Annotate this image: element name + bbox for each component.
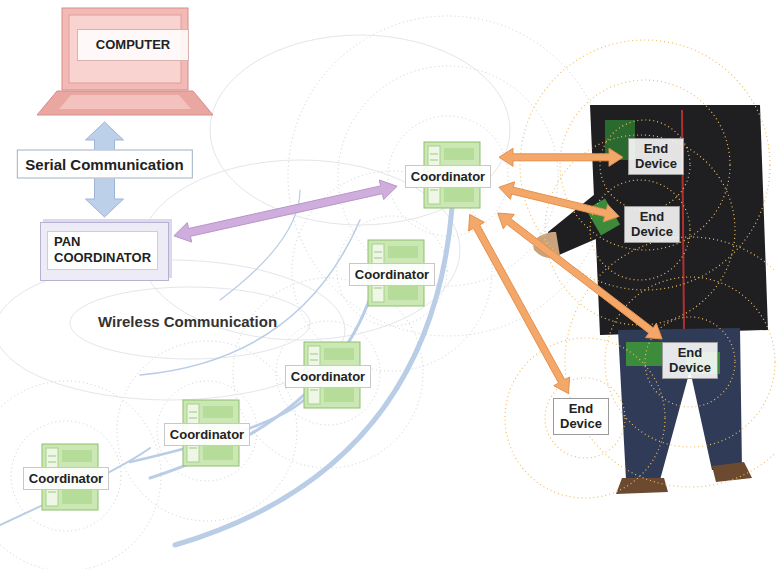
node-label: Coordinator	[349, 263, 435, 286]
node-label: COMPUTER	[77, 29, 189, 61]
annotation-label: Wireless Communication	[98, 313, 277, 330]
node-label: Coordinator	[285, 365, 371, 388]
node-label: Coordinator	[23, 467, 109, 490]
block-arrow	[499, 182, 619, 222]
end-device-box: End Device	[624, 206, 680, 243]
block-arrow	[469, 214, 570, 393]
coordinator-board: Coordinator	[346, 238, 438, 308]
node-label: PAN COORDINATOR	[47, 231, 158, 270]
coordinator-board: Coordinator	[282, 340, 374, 410]
edge-label: Serial Communication	[16, 149, 192, 178]
node-label: End Device	[669, 345, 711, 376]
end-device-box: End Device	[662, 342, 718, 379]
node-label: Coordinator	[405, 165, 491, 188]
block-arrow	[499, 148, 623, 166]
node-label: End Device	[631, 209, 673, 240]
end-device-box: End Device	[553, 398, 609, 435]
node-label: End Device	[635, 141, 677, 172]
computer-laptop: COMPUTER	[35, 5, 215, 117]
end-device-box: End Device	[628, 138, 684, 175]
coordinator-board: Coordinator	[20, 442, 112, 512]
block-arrow	[174, 180, 397, 242]
pan-coordinator-box: PAN COORDINATOR	[40, 222, 169, 281]
node-label: End Device	[560, 401, 602, 432]
coordinator-board: Coordinator	[402, 140, 494, 210]
node-label: Coordinator	[164, 423, 250, 446]
coordinator-board: Coordinator	[161, 398, 253, 468]
